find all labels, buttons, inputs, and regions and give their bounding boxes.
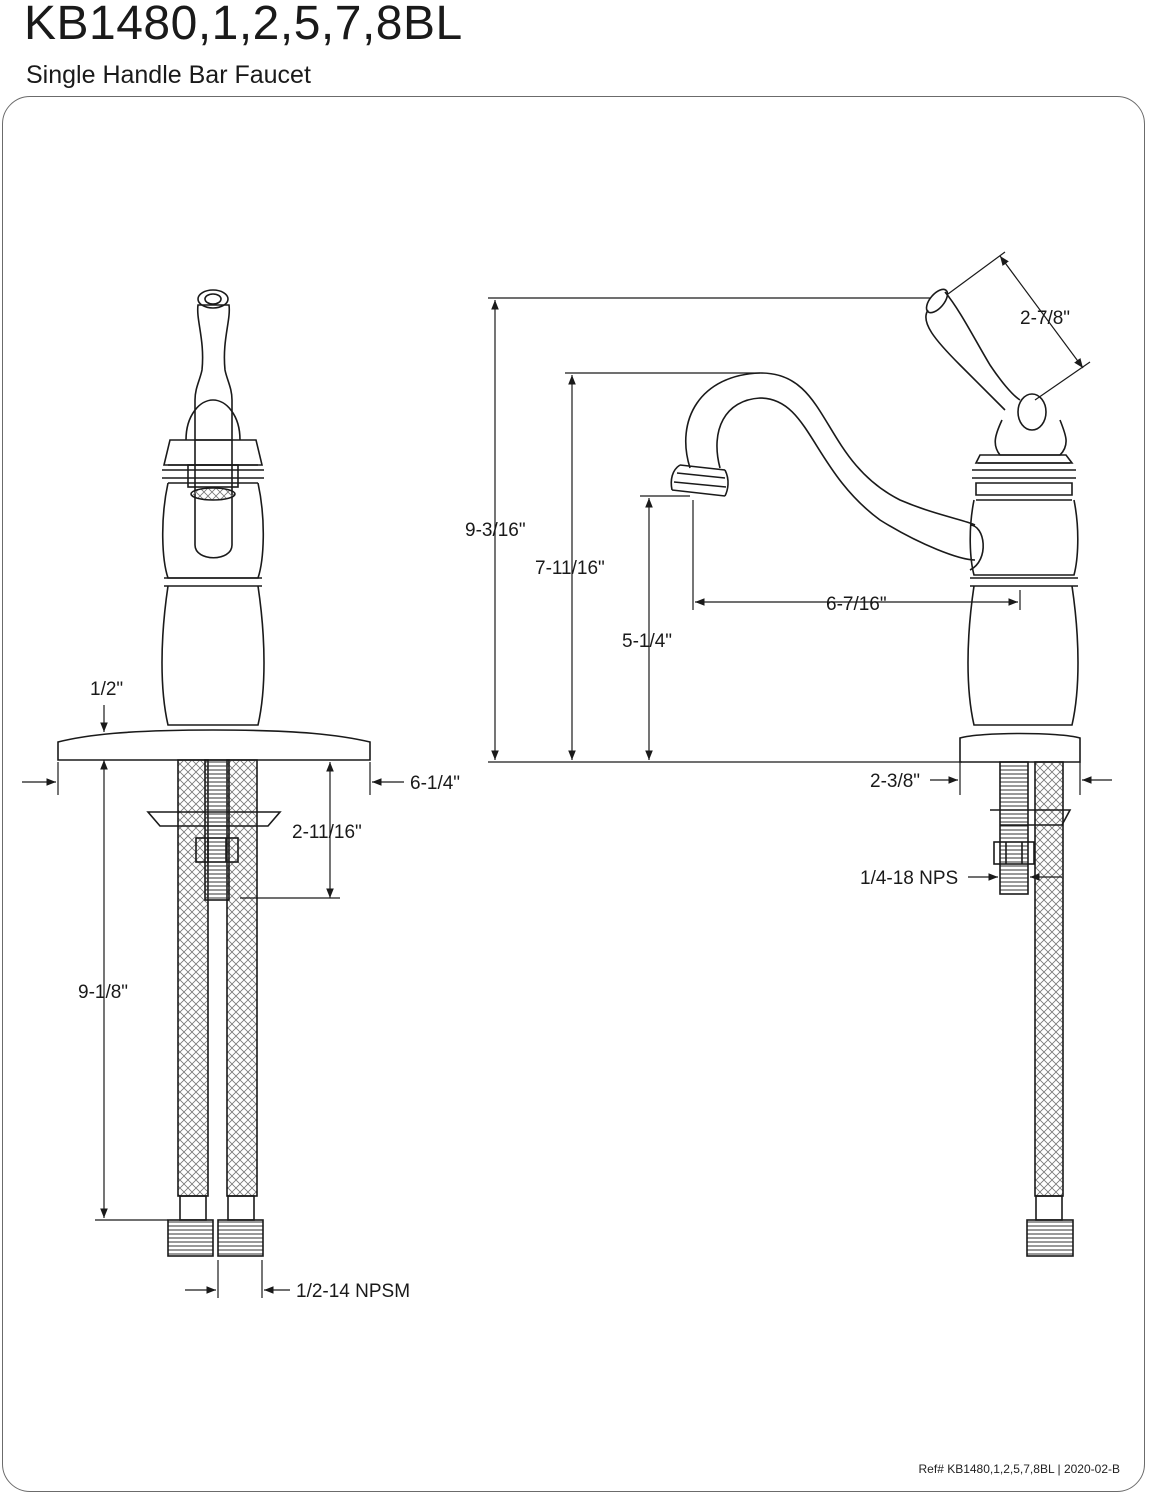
front-handle xyxy=(194,304,233,441)
spout xyxy=(685,372,976,526)
side-handle xyxy=(925,309,1006,411)
reference-number: Ref# KB1480,1,2,5,7,8BL | 2020-02-B xyxy=(918,1462,1120,1476)
page-title: KB1480,1,2,5,7,8BL xyxy=(24,0,463,50)
dim-overall-height: 9-3/16" xyxy=(465,520,526,541)
dim-shank-to-nut: 2-11/16" xyxy=(292,822,362,843)
side-dimensions xyxy=(488,251,1112,881)
dim-handle-length: 2-7/8" xyxy=(1020,308,1070,329)
front-dimensions xyxy=(22,705,404,1298)
drawing-frame xyxy=(2,96,1145,1492)
dim-base-width: 6-1/4" xyxy=(410,773,460,794)
front-view xyxy=(57,289,371,1257)
dim-supply-thread: 1/2-14 NPSM xyxy=(296,1281,410,1302)
dim-base-height: 1/2" xyxy=(90,679,123,700)
dim-spout-height: 7-11/16" xyxy=(535,558,605,579)
side-view xyxy=(670,288,1081,1257)
dim-spout-reach: 6-7/16" xyxy=(826,594,887,615)
page-subtitle: Single Handle Bar Faucet xyxy=(26,61,311,89)
dim-base-depth: 2-3/8" xyxy=(870,771,920,792)
dim-spout-clearance: 5-1/4" xyxy=(622,631,672,652)
dim-mount-thread: 1/4-18 NPS xyxy=(860,868,958,889)
dim-supply-length: 9-1/8" xyxy=(78,982,128,1003)
